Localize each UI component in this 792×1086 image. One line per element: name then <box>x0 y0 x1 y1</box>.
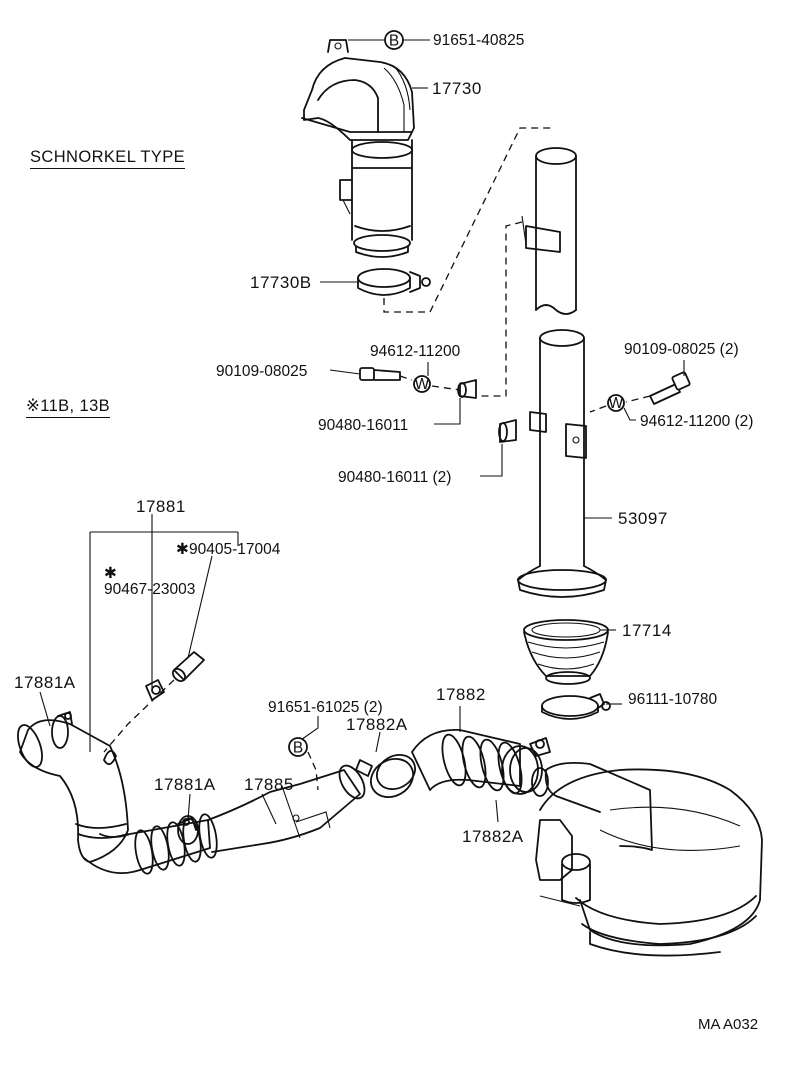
boot-17714 <box>523 619 609 685</box>
callout-17730: 17730 <box>432 79 482 98</box>
callout-90467-star: ✱ <box>104 565 117 582</box>
washer-marker-right: W <box>609 395 624 412</box>
grommet-90480-16011-lower <box>498 419 517 443</box>
assembly-line-left-bolt <box>399 375 461 391</box>
callout-17882A-top: 17882A <box>346 715 408 734</box>
bolt-90109-08025-left <box>359 367 401 381</box>
washer-94612-11200-left <box>413 375 431 393</box>
band-17730B <box>357 268 431 296</box>
variant-title: SCHNORKEL TYPE <box>30 148 186 169</box>
clamp-17882A-left <box>355 754 416 798</box>
svg-text:W: W <box>609 395 624 412</box>
bolt-marker-top: B <box>384 30 404 50</box>
callout-17882: 17882 <box>436 685 486 704</box>
bolt-90109-08025-right <box>649 371 691 405</box>
callout-91651-40825: 91651-40825 <box>433 32 524 49</box>
washer-marker-left: W <box>415 376 430 393</box>
callout-17881: 17881 <box>136 497 186 516</box>
clamp-90467-23003 <box>145 679 165 701</box>
grommet-90480-16011-upper <box>457 379 477 399</box>
assembly-line-band-to-tube <box>383 127 552 313</box>
callout-90480-16011: 90480-16011 <box>318 417 408 434</box>
lower-tube-53097 <box>517 329 607 598</box>
callout-17714: 17714 <box>622 621 672 640</box>
clamp-17882A-right <box>501 737 551 795</box>
air-cleaner-assembly <box>531 761 763 957</box>
svg-text:W: W <box>415 376 430 393</box>
callout-53097: 53097 <box>618 509 668 528</box>
svg-text:B: B <box>293 740 303 757</box>
washer-94612-11200-right <box>607 394 625 412</box>
assembly-line-clip <box>478 221 523 397</box>
callout-17730B: 17730B <box>250 273 312 292</box>
figure-code: MA A032 <box>698 1016 759 1033</box>
callout-96111-10780: 96111-10780 <box>628 691 717 708</box>
snorkel-head-17730 <box>301 39 415 258</box>
callout-90109-08025-2: 90109-08025 (2) <box>624 341 739 358</box>
callout-17885: 17885 <box>244 775 294 794</box>
callout-91651-61025-2: 91651-61025 (2) <box>268 699 383 716</box>
callout-94612-11200: 94612-11200 <box>370 343 461 360</box>
assembly-line-plug <box>103 679 175 753</box>
bolt-marker-duct: B <box>288 737 308 757</box>
callout-90480-16011-2: 90480-16011 (2) <box>338 469 451 486</box>
callout-94612-11200-2: 94612-11200 (2) <box>640 413 753 430</box>
plug-90405-17004 <box>172 651 205 682</box>
assembly-line-right-bolt <box>589 395 651 413</box>
callout-17882A-bottom: 17882A <box>462 827 524 846</box>
callout-17881A-top: 17881A <box>14 673 76 692</box>
callout-90405-17004: ✱90405-17004 <box>176 541 281 558</box>
callout-90109-08025: 90109-08025 <box>216 363 307 380</box>
leader-lines <box>39 39 685 825</box>
duct-17885 <box>207 764 366 853</box>
hose-section-corrugated <box>83 813 218 875</box>
callout-17881A-mid: 17881A <box>154 775 216 794</box>
callout-90467-23003: 90467-23003 <box>104 581 195 598</box>
hose-17881 <box>17 719 129 863</box>
engine-note: ※11B, 13B <box>26 396 111 418</box>
clamp-96111-10780 <box>541 693 611 720</box>
svg-text:B: B <box>389 33 399 50</box>
hose-17882 <box>411 729 523 795</box>
clamp-17881A-top <box>51 711 73 749</box>
upper-tube <box>521 147 577 315</box>
